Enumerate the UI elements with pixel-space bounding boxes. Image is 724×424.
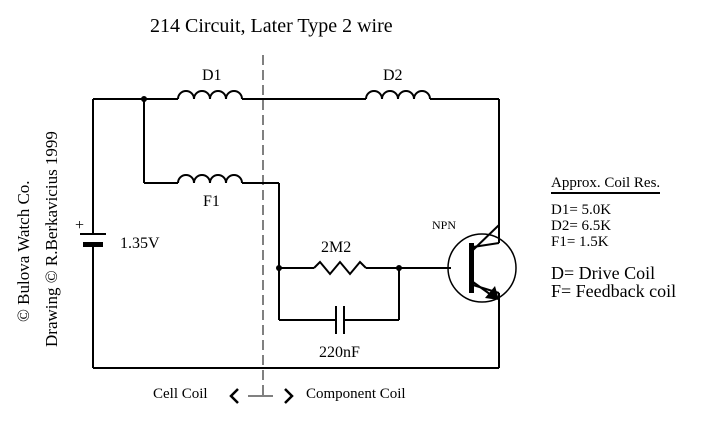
legend-key-feedback: F= Feedback coil xyxy=(551,281,677,301)
inductor-d2 xyxy=(365,90,431,100)
label-f1: F1 xyxy=(203,193,220,210)
label-component-coil: Component Coil xyxy=(306,386,406,402)
transistor-body xyxy=(447,233,517,303)
legend-value-f1: F1= 1.5K xyxy=(551,234,609,250)
copyright-drawing: Drawing © R.Berkavicius 1999 xyxy=(42,131,61,347)
label-resistor: 2M2 xyxy=(321,239,352,256)
label-battery-voltage: 1.35V xyxy=(120,235,160,252)
legend-value-d1: D1= 5.0K xyxy=(551,202,612,218)
resistor-2m2 xyxy=(313,260,367,276)
junction-dot xyxy=(276,265,282,271)
inductor-f1 xyxy=(177,174,243,184)
inductor-d1 xyxy=(177,90,243,100)
label-d1: D1 xyxy=(202,67,222,84)
junction-dot xyxy=(396,265,402,271)
arrow-left-icon xyxy=(229,388,239,404)
arrow-right-icon xyxy=(284,388,294,404)
legend-heading: Approx. Coil Res. xyxy=(551,176,661,194)
transistor-collector xyxy=(472,224,500,251)
label-d2: D2 xyxy=(383,67,403,84)
diagram-title: 214 Circuit, Later Type 2 wire xyxy=(150,15,393,37)
label-transistor: NPN xyxy=(432,218,457,232)
emitter-arrow-icon xyxy=(485,286,499,300)
legend-key-drive: D= Drive Coil xyxy=(551,263,656,283)
battery-plate-negative xyxy=(83,242,103,247)
transistor-base-bar xyxy=(469,243,474,293)
junction-dot xyxy=(141,96,147,102)
legend-value-d2: D2= 6.5K xyxy=(551,218,612,234)
label-cell-coil: Cell Coil xyxy=(153,386,208,402)
label-capacitor: 220nF xyxy=(319,344,360,361)
label-battery-plus: + xyxy=(75,217,85,234)
copyright-bulova: © Bulova Watch Co. xyxy=(14,180,33,322)
